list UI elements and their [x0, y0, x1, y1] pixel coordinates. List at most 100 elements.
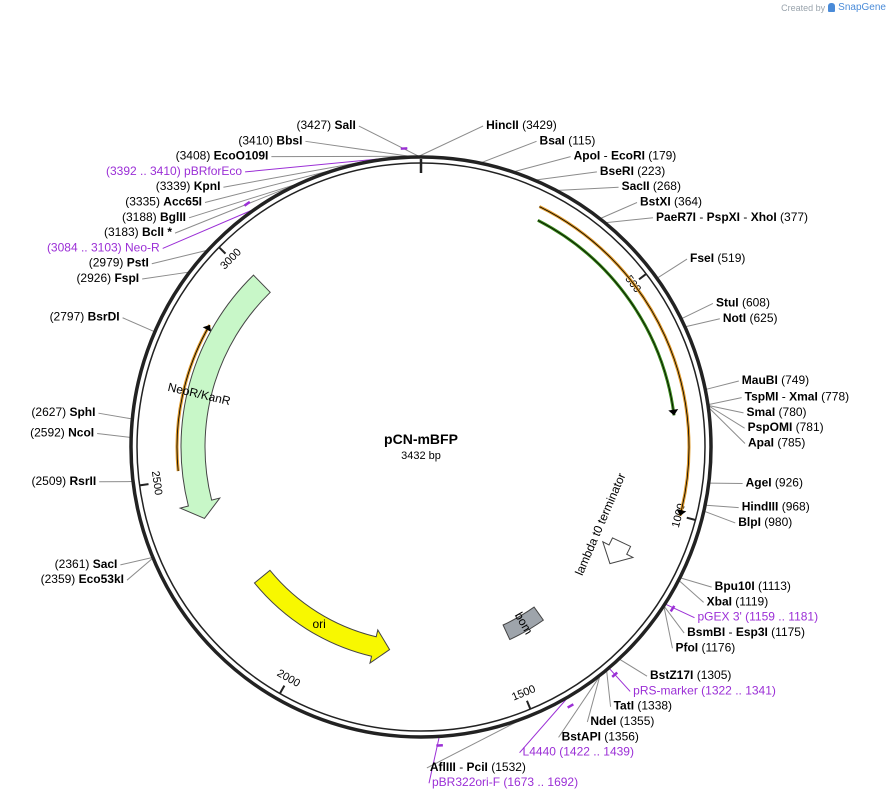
site-position: (749) — [778, 373, 809, 387]
site-position: (785) — [774, 435, 805, 449]
site-name2: XmaI — [789, 390, 818, 404]
backbone-circle — [129, 155, 713, 739]
site-position: (1159 .. 1181) — [742, 610, 818, 624]
leader-bstz17i — [619, 659, 648, 677]
site-bcli: (3183) BclI * — [104, 225, 172, 239]
site-sep: - — [456, 760, 467, 774]
site-name: Bpu10I — [715, 579, 755, 593]
tick-label-1500: 1500 — [510, 683, 537, 704]
tick-label-2500: 2500 — [149, 470, 164, 496]
leader-pspomi — [708, 405, 745, 429]
site-psti: (2979) PstI — [89, 256, 149, 270]
feature-bom — [502, 606, 545, 641]
site-labels: (3427) SalI(3410) BbsI(3408) EcoO109I(33… — [30, 118, 849, 789]
site-name: ApaI — [748, 435, 774, 449]
site-name: MauBI — [742, 373, 778, 387]
site-bseri: BseRI (223) — [600, 164, 665, 178]
inner-arrow-core-0 — [537, 219, 675, 416]
site-name: FseI — [690, 251, 714, 265]
inner-arrow-0 — [537, 219, 676, 416]
site-position: (3410) — [238, 133, 276, 147]
tick-2000 — [279, 685, 286, 694]
site-blpi: BlpI (980) — [738, 515, 792, 529]
site-name: SmaI — [747, 405, 776, 419]
inner-arrow-core-3 — [176, 324, 211, 472]
site-hindiii: HindIII (968) — [742, 500, 810, 514]
site-name: BseRI — [600, 164, 634, 178]
leader-bcli — [174, 185, 294, 234]
leader-l4440 — [519, 698, 567, 753]
site-name: StuI — [716, 295, 739, 309]
site-position: (3427) — [296, 118, 334, 132]
site-name: PspOMI — [748, 420, 793, 434]
site-noti: NotI (625) — [723, 311, 778, 325]
site-name: NotI — [723, 311, 746, 325]
primer-mark-neo-r — [243, 200, 251, 207]
leader-stui — [681, 303, 714, 319]
site-name: BstXI — [640, 195, 671, 209]
inner-arrows — [175, 205, 691, 517]
site-position: (2979) — [89, 256, 127, 270]
site-position: (1113) — [755, 579, 791, 593]
snapgene-credit: Created by SnapGene — [781, 2, 886, 13]
site-name: SalI — [335, 118, 356, 132]
site-fspi: (2926) FspI — [76, 271, 139, 285]
feature-label-lambda-t0-terminator: lambda t0 terminator — [572, 471, 628, 578]
tick-label-2000: 2000 — [275, 667, 302, 690]
inner-arrow-core-1 — [539, 206, 690, 516]
site-name: pBRforEco — [184, 164, 242, 178]
inner-arrow-head-1 — [676, 509, 687, 516]
leader-neo-r — [162, 209, 252, 249]
site-position: (377) — [777, 210, 808, 224]
site-bsmbi: BsmBI - Esp3I (1175) — [687, 625, 805, 639]
leader-bbsi — [305, 140, 410, 157]
site-position: (3335) — [125, 195, 163, 209]
site-position: (780) — [775, 405, 806, 419]
site-name2: PciI — [467, 760, 488, 774]
leader-ndei — [586, 676, 601, 723]
site-leader-lines — [97, 125, 746, 784]
site-name: KpnI — [194, 179, 221, 193]
leader-tati — [606, 671, 612, 707]
site-bsai: BsaI (115) — [540, 133, 596, 147]
leader-apoi — [514, 156, 571, 172]
site-hincii: HincII (3429) — [486, 118, 557, 132]
site-name: PfoI — [675, 640, 698, 654]
leader-saci — [120, 557, 152, 566]
site-position: (778) — [818, 390, 849, 404]
site-position: (115) — [565, 133, 595, 147]
site-name: HindIII — [742, 500, 779, 514]
site-pbr322ori-f: pBR322ori-F (1673 .. 1692) — [432, 775, 578, 789]
site-position: (968) — [778, 500, 809, 514]
site-position: (1356) — [601, 729, 639, 743]
site-rsrii: (2509) RsrII — [31, 474, 96, 488]
tick-1000 — [686, 516, 696, 521]
leader-bsmbi — [663, 606, 685, 634]
feature-neor-kanr — [178, 274, 271, 520]
leader-bseri — [536, 171, 597, 181]
site-name: SacII — [622, 179, 650, 193]
site-neo-r: (3084 .. 3103) Neo-R — [47, 240, 160, 254]
brand-name: SnapGene — [838, 2, 886, 13]
site-prs-marker: pRS-marker (1322 .. 1341) — [633, 683, 776, 697]
site-smai: SmaI (780) — [747, 405, 807, 419]
site-name: BbsI — [276, 133, 302, 147]
site-name: PaeR7I — [656, 210, 696, 224]
site-position: (1322 .. 1341) — [698, 683, 776, 697]
site-name: ApoI — [574, 149, 601, 163]
site-name2: EcoRI — [611, 149, 645, 163]
site-bbsi: (3410) BbsI — [238, 133, 302, 147]
site-position: (3188) — [122, 210, 160, 224]
site-position: (268) — [650, 179, 681, 193]
tick-1500 — [526, 700, 532, 710]
site-position: (1673 .. 1692) — [500, 775, 578, 789]
leader-prs-marker — [609, 668, 631, 692]
site-position: (179) — [645, 149, 676, 163]
tick-3000 — [218, 246, 227, 255]
site-position: (926) — [772, 475, 803, 489]
primer-mark-prs-marker — [611, 671, 619, 678]
plasmid-name: pCN-mBFP — [384, 431, 458, 447]
site-agei: AgeI (926) — [746, 475, 803, 489]
site-kpni: (3339) KpnI — [156, 179, 221, 193]
site-position: (2361) — [55, 557, 93, 571]
